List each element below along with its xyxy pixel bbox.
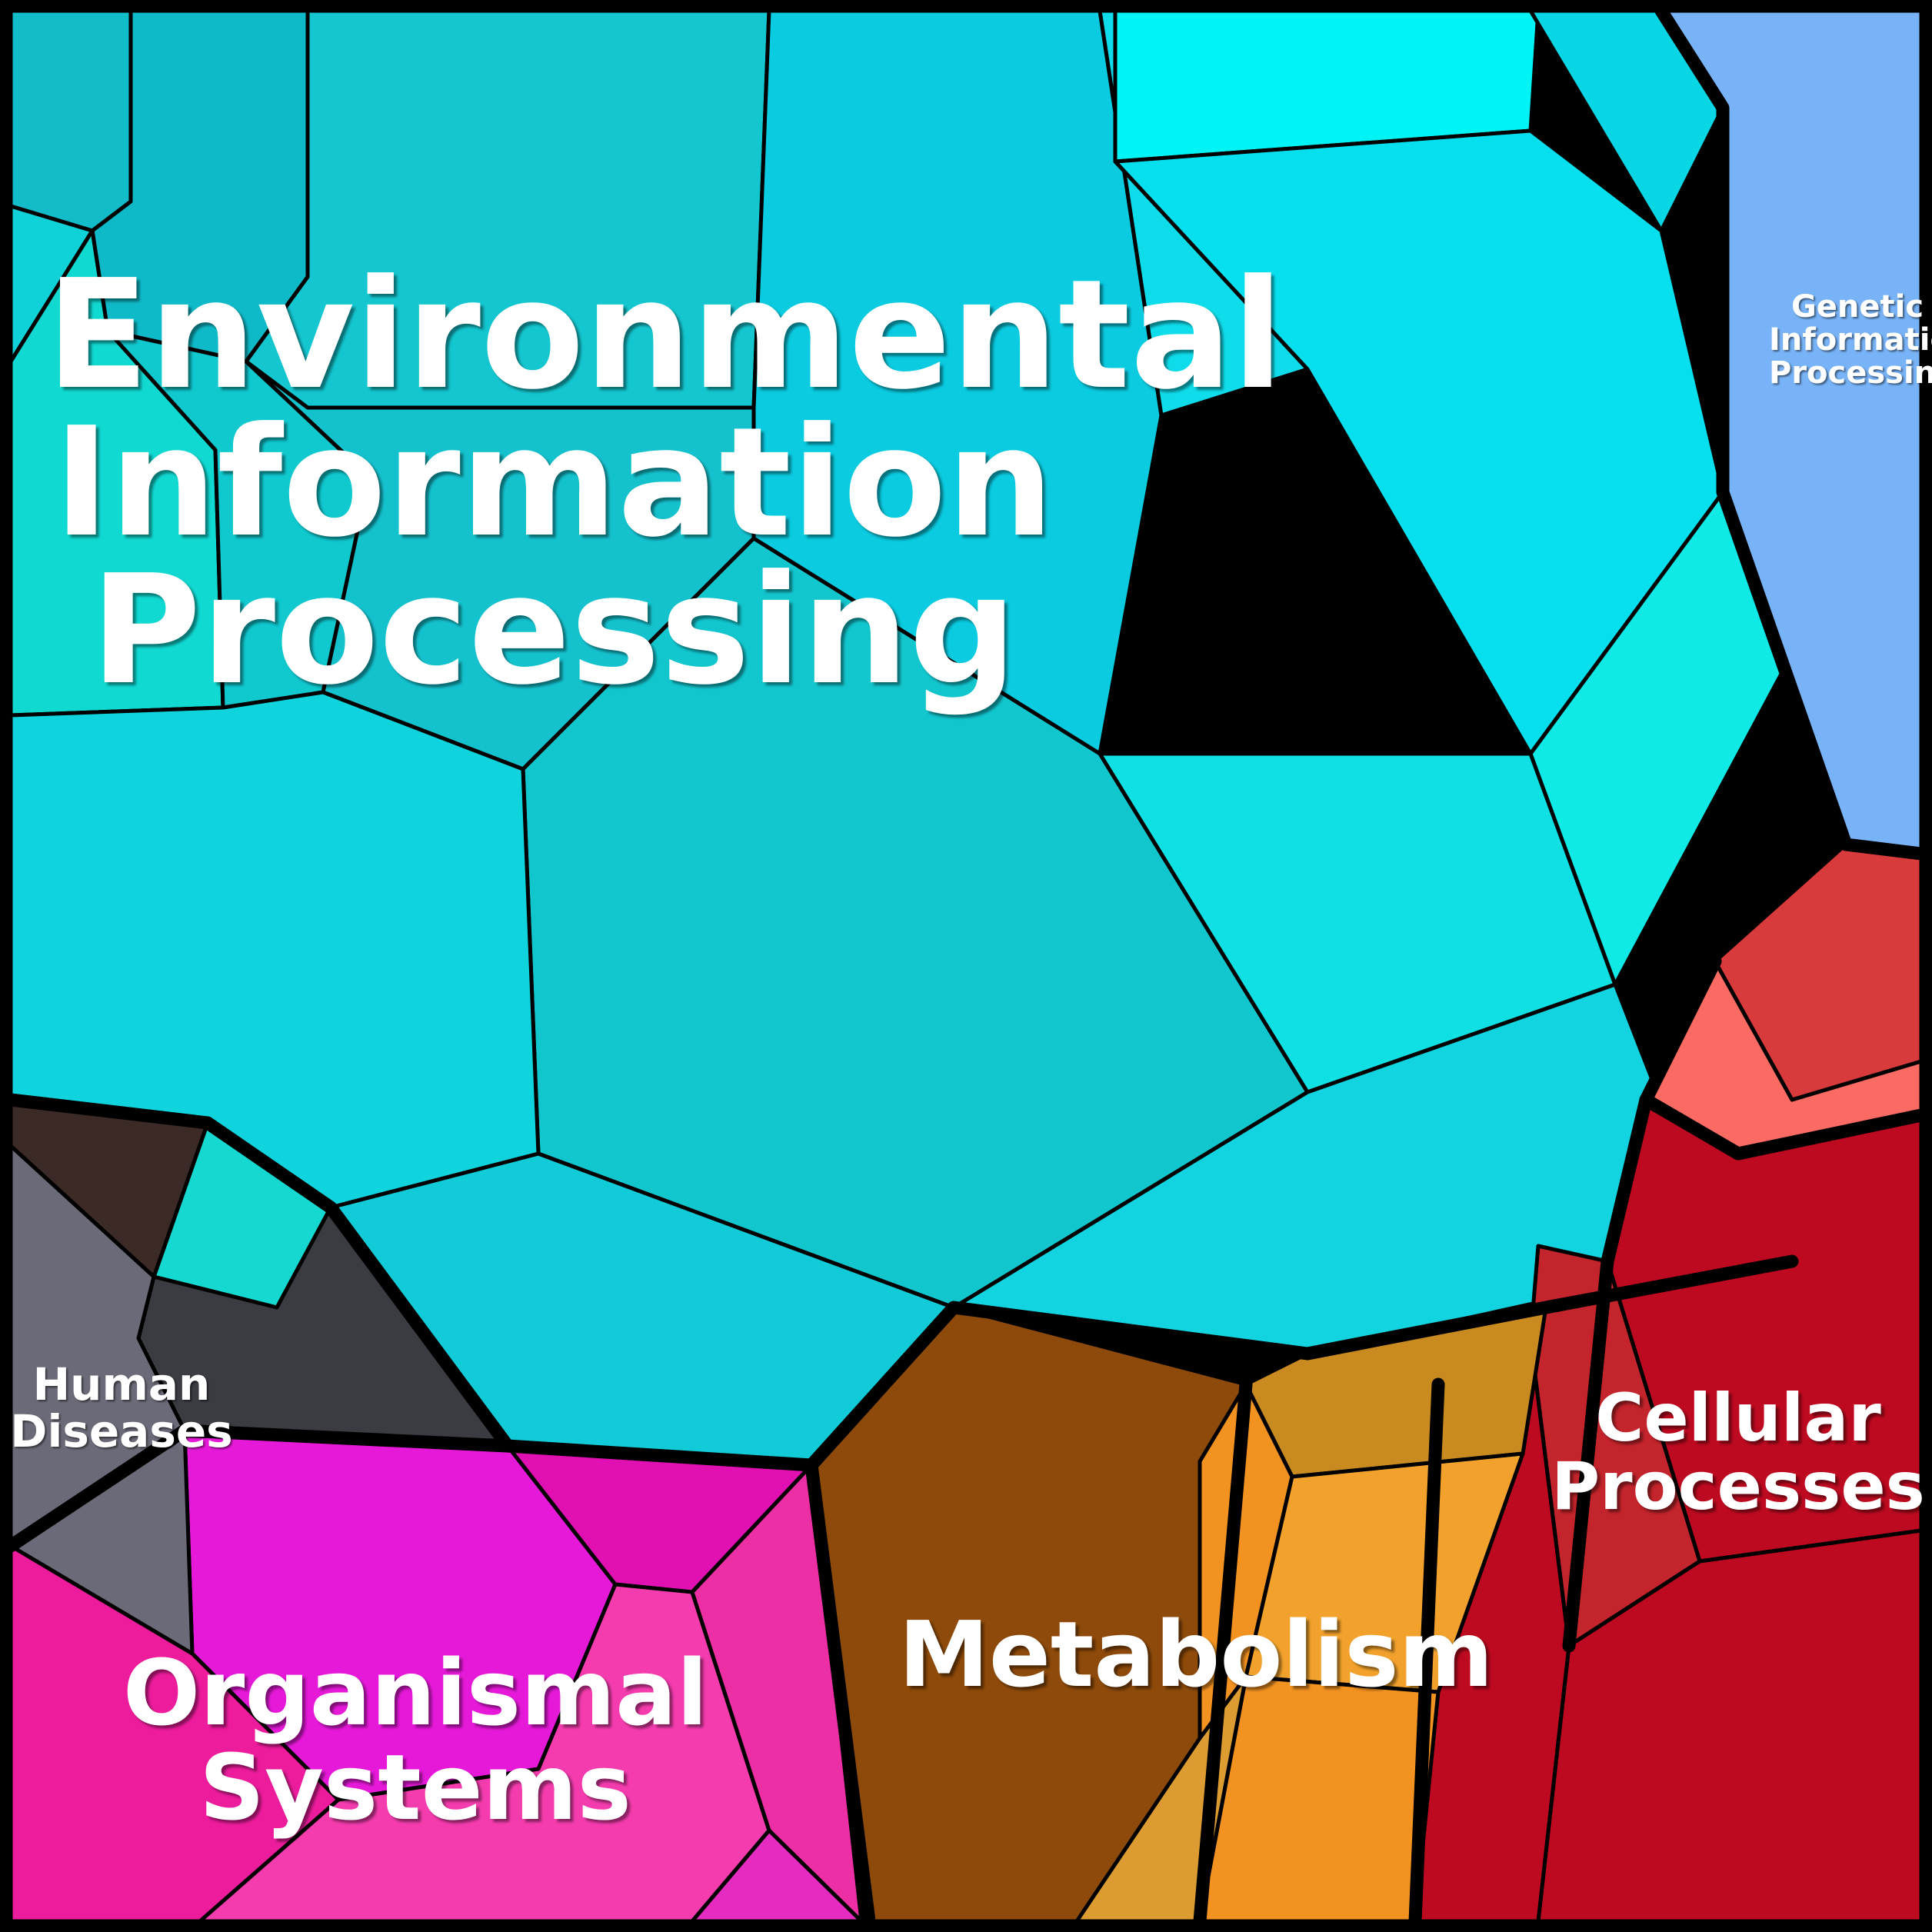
voronoi-cell[interactable] — [8, 8, 133, 233]
group-boundary — [1654, 4, 1928, 861]
group-boundary — [1639, 954, 1928, 1161]
group-boundary — [1562, 1093, 1653, 1653]
group-boundary — [804, 1254, 1799, 1472]
group-boundary — [4, 1093, 515, 1453]
voronoi-cell[interactable] — [244, 8, 771, 410]
group-boundary — [804, 1458, 876, 1928]
cell-group — [8, 8, 1924, 1924]
group-boundary — [1193, 1377, 1253, 1928]
group-boundary-group — [4, 4, 1928, 1928]
group-boundary — [1408, 1377, 1445, 1928]
group-boundary — [4, 1424, 818, 1553]
